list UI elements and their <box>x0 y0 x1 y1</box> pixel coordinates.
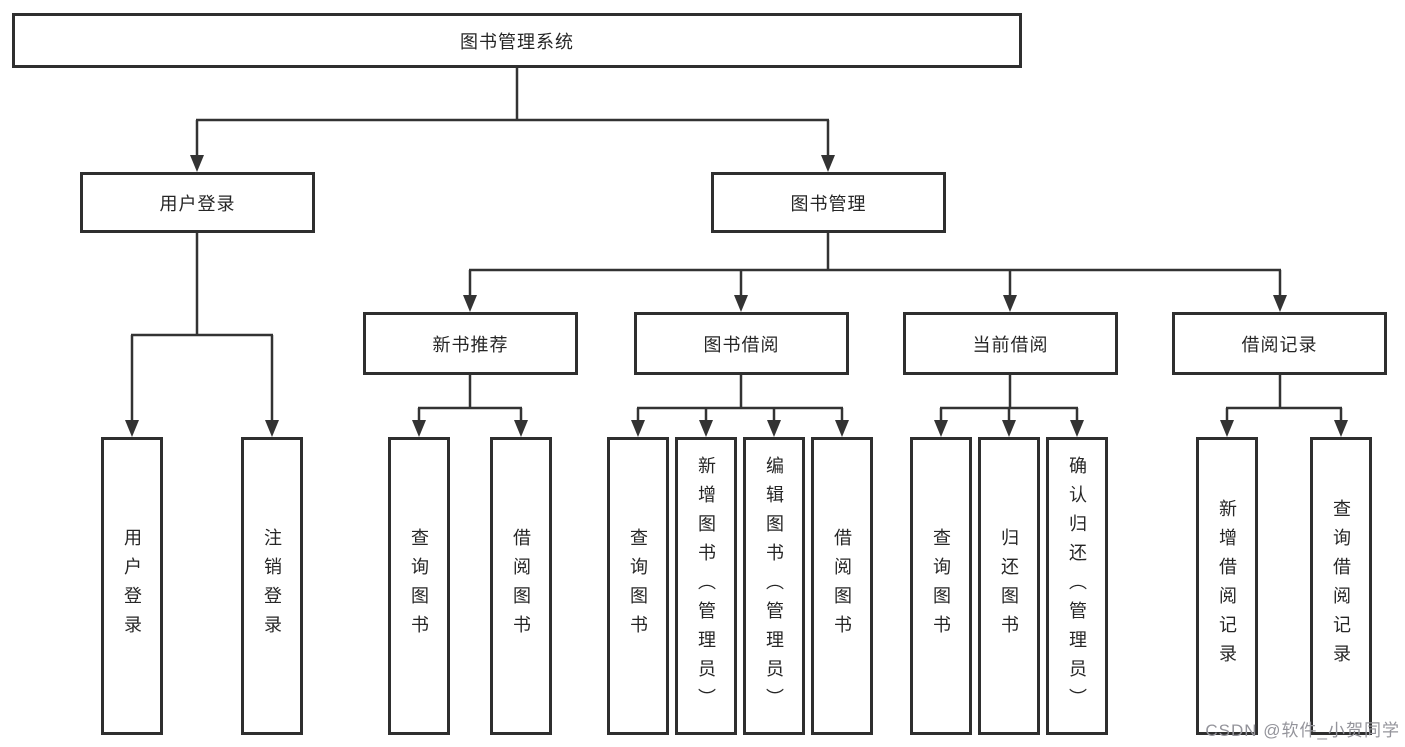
node-label: 图书借阅 <box>703 334 780 355</box>
node-label: 新书推荐 <box>432 334 509 355</box>
node-library-system: 图书管理系统 <box>12 13 1022 68</box>
leaf-logout: 注销登录 <box>241 437 303 735</box>
leaf-records-query-record: 查询借阅记录 <box>1310 437 1372 735</box>
node-new-book-recommendation: 新书推荐 <box>363 312 578 375</box>
connector-bookborrow-to-leaves <box>636 375 844 423</box>
node-current-borrowing: 当前借阅 <box>903 312 1118 375</box>
leaf-label: 借阅图书 <box>832 528 852 644</box>
csdn-watermark: CSDN @软件_小贺同学 <box>1205 721 1400 740</box>
leaf-label: 借阅图书 <box>511 528 531 644</box>
leaf-label: 查询借阅记录 <box>1331 499 1351 673</box>
leaf-user-login: 用户登录 <box>101 437 163 735</box>
node-label: 图书管理 <box>790 193 867 214</box>
leaf-label: 新增图书（管理员） <box>696 455 716 717</box>
leaf-current-query-books: 查询图书 <box>910 437 972 735</box>
node-user-login: 用户登录 <box>80 172 315 233</box>
node-label: 借阅记录 <box>1241 334 1318 355</box>
connector-records-to-leaves <box>1225 375 1343 423</box>
leaf-records-add-record: 新增借阅记录 <box>1196 437 1258 735</box>
leaf-borrowing-query-books: 查询图书 <box>607 437 669 735</box>
node-label: 图书管理系统 <box>460 31 574 52</box>
leaf-borrowing-add-books-admin: 新增图书（管理员） <box>675 437 737 735</box>
connector-userlogin-to-leaves <box>130 233 274 423</box>
leaf-current-confirm-return-admin: 确认归还（管理员） <box>1046 437 1108 735</box>
leaf-label: 归还图书 <box>999 528 1019 644</box>
leaf-label: 查询图书 <box>409 528 429 644</box>
leaf-label: 查询图书 <box>628 528 648 644</box>
leaf-label: 查询图书 <box>931 528 951 644</box>
node-label: 当前借阅 <box>972 334 1049 355</box>
leaf-borrowing-edit-books-admin: 编辑图书（管理员） <box>743 437 805 735</box>
leaf-label: 用户登录 <box>122 528 142 644</box>
node-book-borrowing: 图书借阅 <box>634 312 849 375</box>
leaf-borrowing-borrow-books: 借阅图书 <box>811 437 873 735</box>
leaf-recommend-borrow-books: 借阅图书 <box>490 437 552 735</box>
node-book-management: 图书管理 <box>711 172 946 233</box>
connector-bookmgmt-to-level3 <box>468 233 1282 298</box>
leaf-recommend-query-books: 查询图书 <box>388 437 450 735</box>
node-label: 用户登录 <box>159 193 236 214</box>
leaf-label: 编辑图书（管理员） <box>764 455 784 717</box>
leaf-label: 注销登录 <box>262 528 282 644</box>
leaf-label: 新增借阅记录 <box>1217 499 1237 673</box>
connector-currentborrow-to-leaves <box>939 375 1079 423</box>
leaf-label: 确认归还（管理员） <box>1067 455 1087 717</box>
leaf-current-return-books: 归还图书 <box>978 437 1040 735</box>
arrowheads <box>125 155 1348 437</box>
connector-newbooks-to-leaves <box>417 375 523 423</box>
node-borrowing-records: 借阅记录 <box>1172 312 1387 375</box>
connector-root-to-level2 <box>195 68 830 158</box>
